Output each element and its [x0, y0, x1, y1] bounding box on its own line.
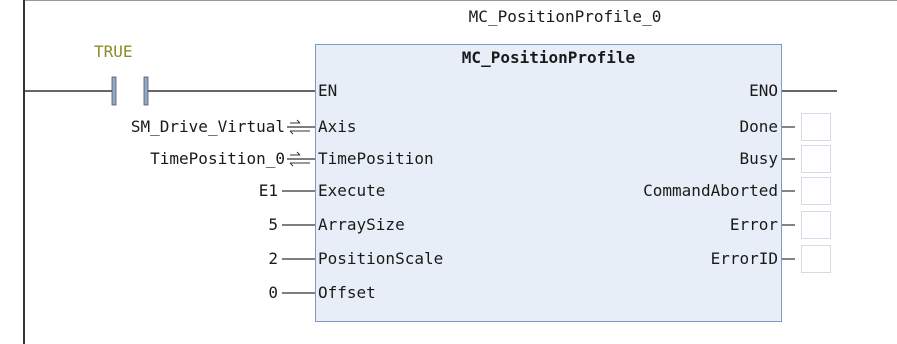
output-field-commandaborted[interactable] — [801, 177, 831, 205]
pin-timeposition: TimePosition — [318, 149, 434, 168]
pin-arraysize: ArraySize — [318, 215, 405, 234]
contact-right-bar — [143, 76, 149, 106]
block-type: MC_PositionProfile — [461, 48, 636, 67]
function-block[interactable] — [315, 44, 782, 322]
output-field-busy[interactable] — [801, 145, 831, 173]
contact-left-bar — [111, 76, 117, 106]
output-field-error[interactable] — [801, 211, 831, 239]
pin-errorid: ErrorID — [710, 249, 778, 268]
input-value-arraysize[interactable]: 5 — [268, 215, 278, 234]
pin-done: Done — [739, 117, 778, 136]
output-field-errorid[interactable] — [801, 245, 831, 273]
instance-name[interactable]: MC_PositionProfile_0 — [468, 7, 662, 26]
pin-en: EN — [318, 81, 338, 100]
pin-commandaborted: CommandAborted — [643, 181, 778, 200]
pin-error: Error — [729, 215, 778, 234]
input-value-axis[interactable]: SM_Drive_Virtual — [130, 117, 285, 136]
input-value-timeposition[interactable]: TimePosition_0 — [150, 149, 285, 168]
output-field-done[interactable] — [801, 113, 831, 141]
pin-eno: ENO — [749, 81, 778, 100]
pin-axis: Axis — [318, 117, 357, 136]
pin-offset: Offset — [318, 283, 376, 302]
input-value-offset[interactable]: 0 — [268, 283, 278, 302]
pin-positionscale: PositionScale — [318, 249, 444, 268]
input-value-execute[interactable]: E1 — [258, 181, 278, 200]
contact-variable[interactable]: TRUE — [94, 42, 133, 61]
input-value-positionscale[interactable]: 2 — [268, 249, 278, 268]
pin-busy: Busy — [739, 149, 778, 168]
axis-inout-arrow-icon — [289, 119, 310, 135]
pin-execute: Execute — [318, 181, 386, 200]
timeposition-inout-arrow-icon — [289, 151, 310, 167]
